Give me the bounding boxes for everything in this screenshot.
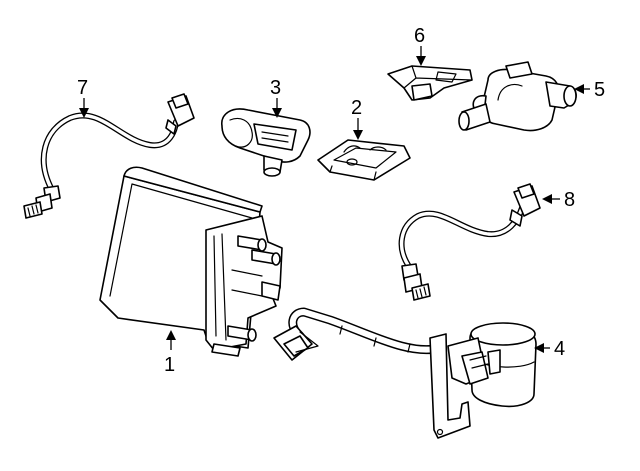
callout-4: 4: [534, 338, 565, 360]
callout-8: 8: [542, 189, 575, 211]
callout-1-arrow: [166, 330, 176, 340]
callout-7-arrow: [79, 108, 89, 118]
part-6-clip[interactable]: [387, 65, 473, 101]
callout-6-label: 6: [414, 25, 425, 47]
callout-6: 6: [414, 25, 426, 66]
part-2-bracket[interactable]: [317, 139, 411, 181]
part-5-solenoid-valve[interactable]: [458, 61, 577, 132]
callout-3-arrow: [272, 108, 282, 118]
callout-5: 5: [574, 79, 605, 101]
callout-5-arrow: [574, 84, 584, 94]
callout-1-label: 1: [164, 354, 175, 376]
callout-3-label: 3: [270, 77, 281, 99]
callout-6-arrow: [416, 56, 426, 66]
callout-7-label: 7: [77, 77, 88, 99]
callout-2-arrow: [353, 130, 363, 140]
callout-4-label: 4: [554, 338, 565, 360]
part-8-sensor-harness[interactable]: [398, 183, 541, 301]
callout-2: 2: [351, 97, 363, 140]
callout-3: 3: [270, 77, 282, 118]
callout-1: 1: [164, 330, 176, 376]
part-7-sensor-harness[interactable]: [23, 93, 195, 219]
callout-8-label: 8: [564, 189, 575, 211]
part-3-sensor[interactable]: [221, 108, 311, 177]
callout-7: 7: [77, 77, 89, 118]
callout-5-label: 5: [594, 79, 605, 101]
part-4-purge-valve-hose[interactable]: [273, 307, 537, 439]
callout-8-arrow: [542, 194, 552, 204]
callout-2-label: 2: [351, 97, 362, 119]
callout-4-arrow: [534, 343, 544, 353]
part-1-canister[interactable]: [99, 166, 283, 357]
